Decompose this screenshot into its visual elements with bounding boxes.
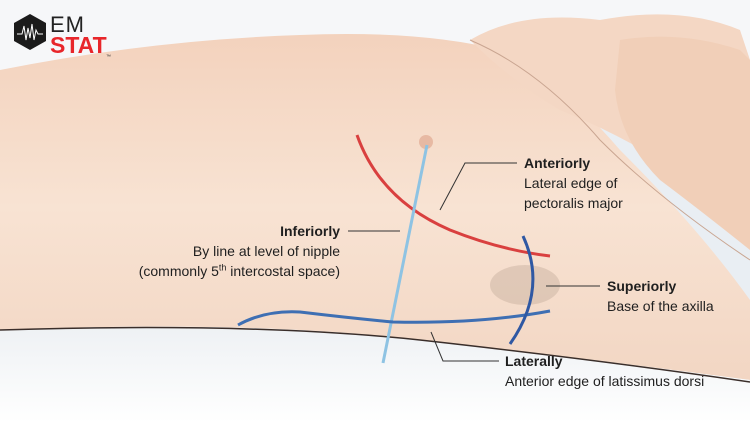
arm-contour — [469, 39, 750, 261]
laterally-label: Laterally Anterior edge of latissimus do… — [505, 351, 704, 391]
logo-tm: ™ — [106, 54, 111, 60]
leader-lines — [348, 162, 600, 362]
lateral-boundary-line — [237, 309, 551, 327]
laterally-line1: Anterior edge of latissimus dorsi — [505, 373, 705, 389]
anterior-boundary-line — [355, 134, 551, 258]
laterally-leader — [430, 331, 499, 362]
inferiorly-line2: (commonly 5th intercostal space) — [139, 261, 340, 281]
inferiorly-line2-sup: th — [218, 262, 227, 273]
head — [615, 36, 750, 250]
anteriorly-line2: pectoralis major — [524, 195, 623, 211]
inferiorly-line2-pre: (commonly 5 — [138, 263, 219, 279]
inferiorly-title: Inferiorly — [280, 223, 340, 239]
hexagon-heartbeat-icon — [14, 14, 46, 50]
torso — [0, 34, 750, 380]
axillary-hair — [490, 265, 560, 305]
triangle-of-safety-boundaries — [237, 134, 551, 364]
inferiorly-line1: By line at level of nipple — [192, 243, 340, 259]
superiorly-line1: Base of the axilla — [607, 298, 714, 314]
anteriorly-label: Anteriorly Lateral edge of pectoralis ma… — [524, 153, 623, 213]
inferior-boundary-line — [381, 144, 429, 364]
emstat-logo: EM STAT ™ — [14, 12, 114, 64]
anteriorly-line1: Lateral edge of — [524, 175, 618, 191]
anteriorly-leader — [439, 162, 517, 211]
inferiorly-line2-post: intercostal space) — [226, 263, 340, 279]
anteriorly-title: Anteriorly — [524, 155, 591, 171]
superiorly-title: Superiorly — [607, 278, 677, 294]
laterally-title: Laterally — [505, 353, 563, 369]
superior-boundary-line — [508, 235, 535, 345]
body-outline — [0, 326, 750, 383]
logo-em: EM — [50, 12, 85, 37]
sheet — [0, 326, 750, 423]
superiorly-label: Superiorly Base of the axilla — [607, 276, 714, 316]
nipple — [419, 135, 433, 149]
logo-stat: STAT — [50, 32, 107, 58]
inferiorly-label: Inferiorly By line at level of nipple (c… — [139, 221, 340, 281]
